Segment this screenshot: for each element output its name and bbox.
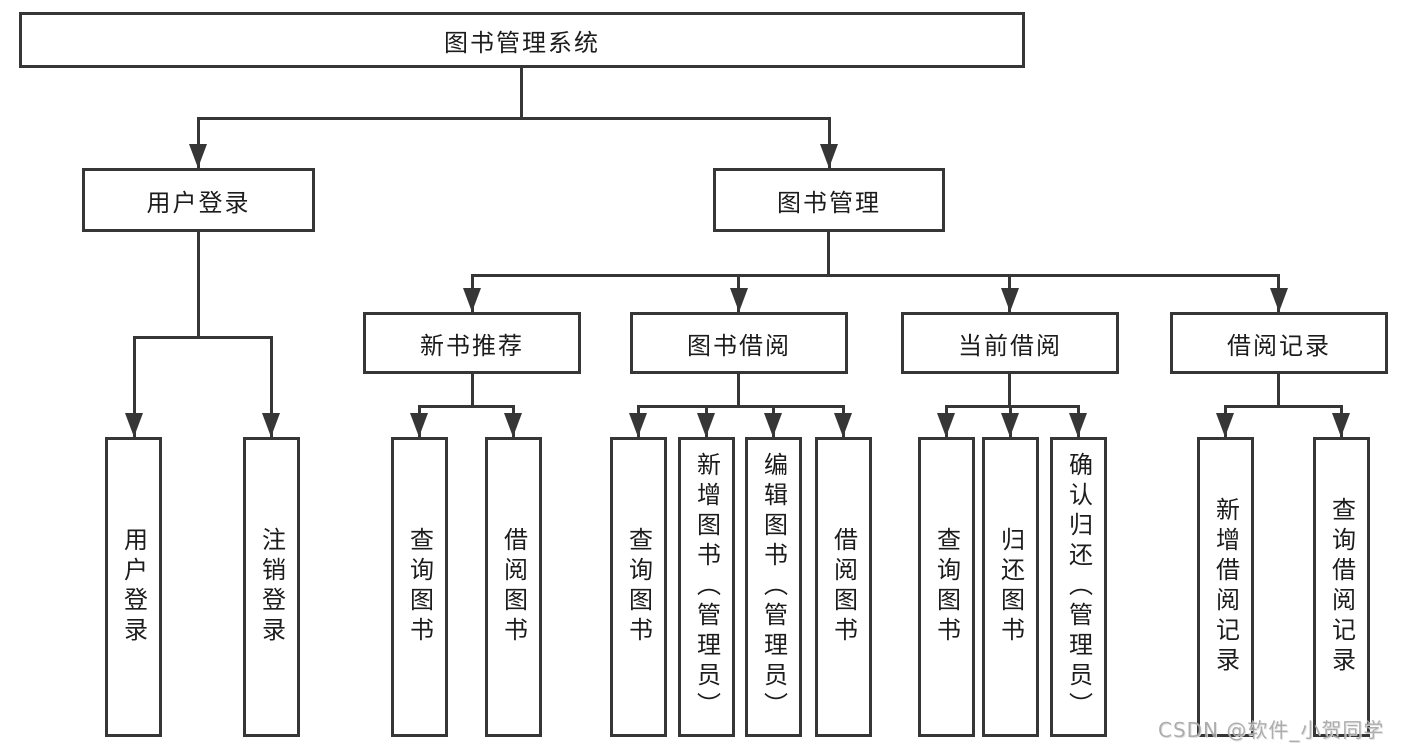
arrowhead-down-icon: [1001, 413, 1019, 437]
leaf-confirm-return-admin: 确认归还（管理员）: [1050, 437, 1107, 737]
leaf-user-login: 用户登录: [105, 437, 162, 737]
arrowhead-down-icon: [262, 413, 280, 437]
leaf-borrow-books: 借阅图书: [815, 437, 872, 737]
node-current-borrow: 当前借阅: [901, 312, 1119, 374]
node-root-system: 图书管理系统: [19, 12, 1025, 68]
csdn-watermark: CSDN @软件_小贺同学: [1158, 718, 1385, 742]
arrowhead-down-icon: [1069, 413, 1087, 437]
edge-book-mgmt-rail: [471, 274, 1280, 277]
leaf-label: 查询借阅记录: [1327, 497, 1356, 677]
arrowhead-down-icon: [1332, 413, 1350, 437]
edge-user-login-stem: [197, 232, 200, 336]
leaf-label: 新增借阅记录: [1211, 497, 1240, 677]
edge-borrow-records-stem: [1277, 374, 1280, 405]
node-user-login: 用户登录: [82, 168, 315, 232]
node-label: 用户登录: [146, 188, 251, 217]
node-borrow-records: 借阅记录: [1170, 312, 1388, 374]
arrowhead-down-icon: [189, 144, 207, 168]
node-book-management: 图书管理: [713, 168, 945, 232]
arrowhead-down-icon: [937, 413, 955, 437]
arrowhead-down-icon: [629, 413, 647, 437]
leaf-add-books-admin: 新增图书（管理员）: [678, 437, 735, 737]
arrowhead-down-icon: [463, 288, 481, 312]
leaf-label: 编辑图书（管理员）: [759, 452, 788, 722]
edge-root-rail: [197, 117, 831, 120]
edge-to-book-management: [828, 117, 831, 168]
node-label: 图书管理系统: [444, 28, 600, 57]
leaf-query-books-borrow: 查询图书: [610, 437, 667, 737]
node-label: 当前借阅: [958, 331, 1062, 360]
edge-to-leaf-user-login: [133, 336, 136, 437]
edge-book-borrow-stem: [737, 374, 740, 405]
arrowhead-down-icon: [834, 413, 852, 437]
arrowhead-down-icon: [1270, 288, 1288, 312]
leaf-label: 查询图书: [405, 527, 434, 647]
arrowhead-down-icon: [410, 413, 428, 437]
edge-book-borrow-rail: [637, 405, 845, 408]
edge-root-stem: [520, 68, 523, 117]
node-label: 新书推荐: [420, 331, 524, 360]
leaf-query-books-recommend: 查询图书: [391, 437, 448, 737]
edge-current-borrow-stem: [1008, 374, 1011, 405]
arrowhead-down-icon: [1216, 413, 1234, 437]
leaf-borrow-books-recommend: 借阅图书: [485, 437, 542, 737]
leaf-label: 用户登录: [119, 527, 148, 647]
arrowhead-down-icon: [1001, 288, 1019, 312]
node-new-book-recommend: 新书推荐: [363, 312, 581, 374]
arrowhead-down-icon: [125, 413, 143, 437]
arrowhead-down-icon: [820, 144, 838, 168]
leaf-query-borrow-record: 查询借阅记录: [1313, 437, 1370, 737]
arrowhead-down-icon: [504, 413, 522, 437]
edge-to-leaf-logout: [270, 336, 273, 437]
leaf-label: 查询图书: [624, 527, 653, 647]
node-book-borrow: 图书借阅: [630, 312, 848, 374]
leaf-label: 归还图书: [996, 527, 1025, 647]
edge-new-book-stem: [471, 374, 474, 405]
node-label: 图书管理: [777, 188, 881, 217]
node-label: 图书借阅: [687, 331, 791, 360]
leaf-edit-books-admin: 编辑图书（管理员）: [745, 437, 802, 737]
node-label: 借阅记录: [1227, 331, 1331, 360]
leaf-return-books: 归还图书: [982, 437, 1039, 737]
leaf-query-books-current: 查询图书: [918, 437, 975, 737]
edge-borrow-records-rail: [1224, 405, 1343, 408]
arrowhead-down-icon: [730, 288, 748, 312]
leaf-label: 注销登录: [257, 527, 286, 647]
leaf-label: 借阅图书: [499, 527, 528, 647]
leaf-add-borrow-record: 新增借阅记录: [1197, 437, 1254, 737]
leaf-label: 新增图书（管理员）: [692, 452, 721, 722]
edge-current-borrow-rail: [945, 405, 1079, 408]
leaf-logout: 注销登录: [243, 437, 300, 737]
leaf-label: 确认归还（管理员）: [1064, 452, 1093, 722]
arrowhead-down-icon: [764, 413, 782, 437]
edge-new-book-rail: [418, 405, 515, 408]
arrowhead-down-icon: [697, 413, 715, 437]
leaf-label: 查询图书: [932, 527, 961, 647]
edge-to-user-login: [197, 117, 200, 168]
edge-book-mgmt-stem: [827, 232, 830, 274]
leaf-label: 借阅图书: [829, 527, 858, 647]
edge-user-login-rail: [133, 336, 273, 339]
